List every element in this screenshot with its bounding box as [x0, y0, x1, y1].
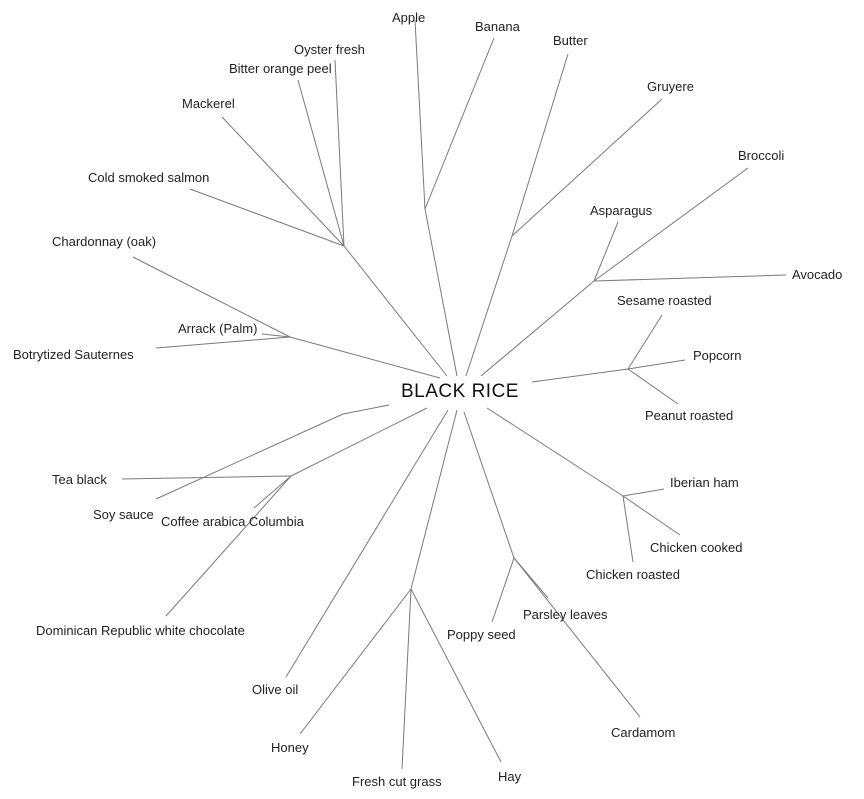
leaf-label: Popcorn — [693, 348, 741, 363]
leaf-label: Chicken cooked — [650, 540, 743, 555]
leaf-label: Sesame roasted — [617, 293, 712, 308]
leaf-edge — [627, 359, 686, 370]
leaf-edge — [414, 19, 426, 210]
branch-edge — [343, 245, 448, 377]
branch-edge — [465, 235, 513, 377]
leaf-label: Avocado — [792, 267, 842, 282]
leaf-label: Dominican Republic white chocolate — [36, 623, 245, 638]
leaf-edge — [253, 475, 292, 509]
leaf-edge — [165, 475, 292, 617]
leaf-label: Chicken roasted — [586, 567, 680, 582]
branch-edge — [486, 407, 624, 497]
branch-edge — [289, 336, 441, 379]
leaf-label: Cold smoked salmon — [88, 170, 209, 185]
leaf-label: Peanut roasted — [645, 408, 733, 423]
leaf-label: Honey — [271, 740, 309, 755]
leaf-label: Chardonnay (oak) — [52, 234, 156, 249]
leaf-edge — [622, 495, 634, 563]
branch-edge — [480, 280, 595, 377]
leaf-edge — [221, 116, 345, 247]
branch-edge — [424, 208, 458, 377]
leaf-edge — [297, 79, 345, 247]
leaf-label: Apple — [392, 10, 425, 25]
leaf-edge — [121, 475, 292, 480]
leaf-edge — [511, 98, 663, 237]
leaf-label: Broccoli — [738, 148, 784, 163]
leaf-label: Parsley leaves — [523, 607, 608, 622]
branch-edge — [290, 407, 428, 477]
leaf-edge — [299, 588, 412, 735]
leaf-edge — [132, 256, 291, 338]
branch-edge — [396, 409, 449, 495]
leaf-label: Arrack (Palm) — [178, 321, 257, 336]
leaf-edge — [593, 274, 787, 282]
leaf-label: Banana — [475, 19, 521, 34]
leaf-label: Botrytized Sauternes — [13, 347, 134, 362]
leaf-edge — [491, 557, 515, 623]
leaf-edge — [627, 368, 679, 405]
leaf-edge — [424, 37, 495, 210]
leaf-edge — [627, 314, 663, 370]
leaf-label: Asparagus — [590, 203, 653, 218]
leaf-label: Olive oil — [252, 682, 298, 697]
leaf-edge — [622, 495, 681, 536]
branch-edge — [410, 409, 458, 590]
leaf-edge — [189, 188, 345, 247]
leaf-edge — [513, 557, 641, 718]
leaf-label: Mackerel — [182, 96, 235, 111]
branch-edge — [342, 404, 390, 415]
leaf-label: Butter — [553, 33, 588, 48]
leaf-edge — [155, 413, 344, 500]
leaf-label: Iberian ham — [670, 475, 739, 490]
leaf-edge — [261, 333, 291, 338]
leaf-edge — [622, 488, 665, 497]
leaf-label: Oyster fresh — [294, 42, 365, 57]
leaf-label: Gruyere — [647, 79, 694, 94]
leaf-label: Poppy seed — [447, 627, 516, 642]
leaf-edge — [511, 53, 569, 237]
leaf-edge — [285, 493, 398, 678]
leaf-label: Coffee arabica Columbia — [161, 514, 305, 529]
leaf-label: Bitter orange peel — [229, 61, 332, 76]
leaf-edge — [334, 59, 345, 247]
branch-edge — [531, 368, 629, 383]
leaf-label: Tea black — [52, 472, 107, 487]
leaf-edge — [155, 336, 291, 349]
leaf-edge — [401, 588, 412, 770]
leaf-label: Hay — [498, 769, 522, 784]
leaf-label: Cardamom — [611, 725, 675, 740]
leaf-edge — [593, 221, 619, 282]
leaf-label: Soy sauce — [93, 507, 154, 522]
leaf-edge — [410, 588, 502, 763]
branch-edge — [463, 411, 515, 559]
leaf-edge — [593, 167, 749, 282]
center-node-label: BLACK RICE — [401, 381, 519, 402]
leaf-label: Fresh cut grass — [352, 774, 442, 789]
